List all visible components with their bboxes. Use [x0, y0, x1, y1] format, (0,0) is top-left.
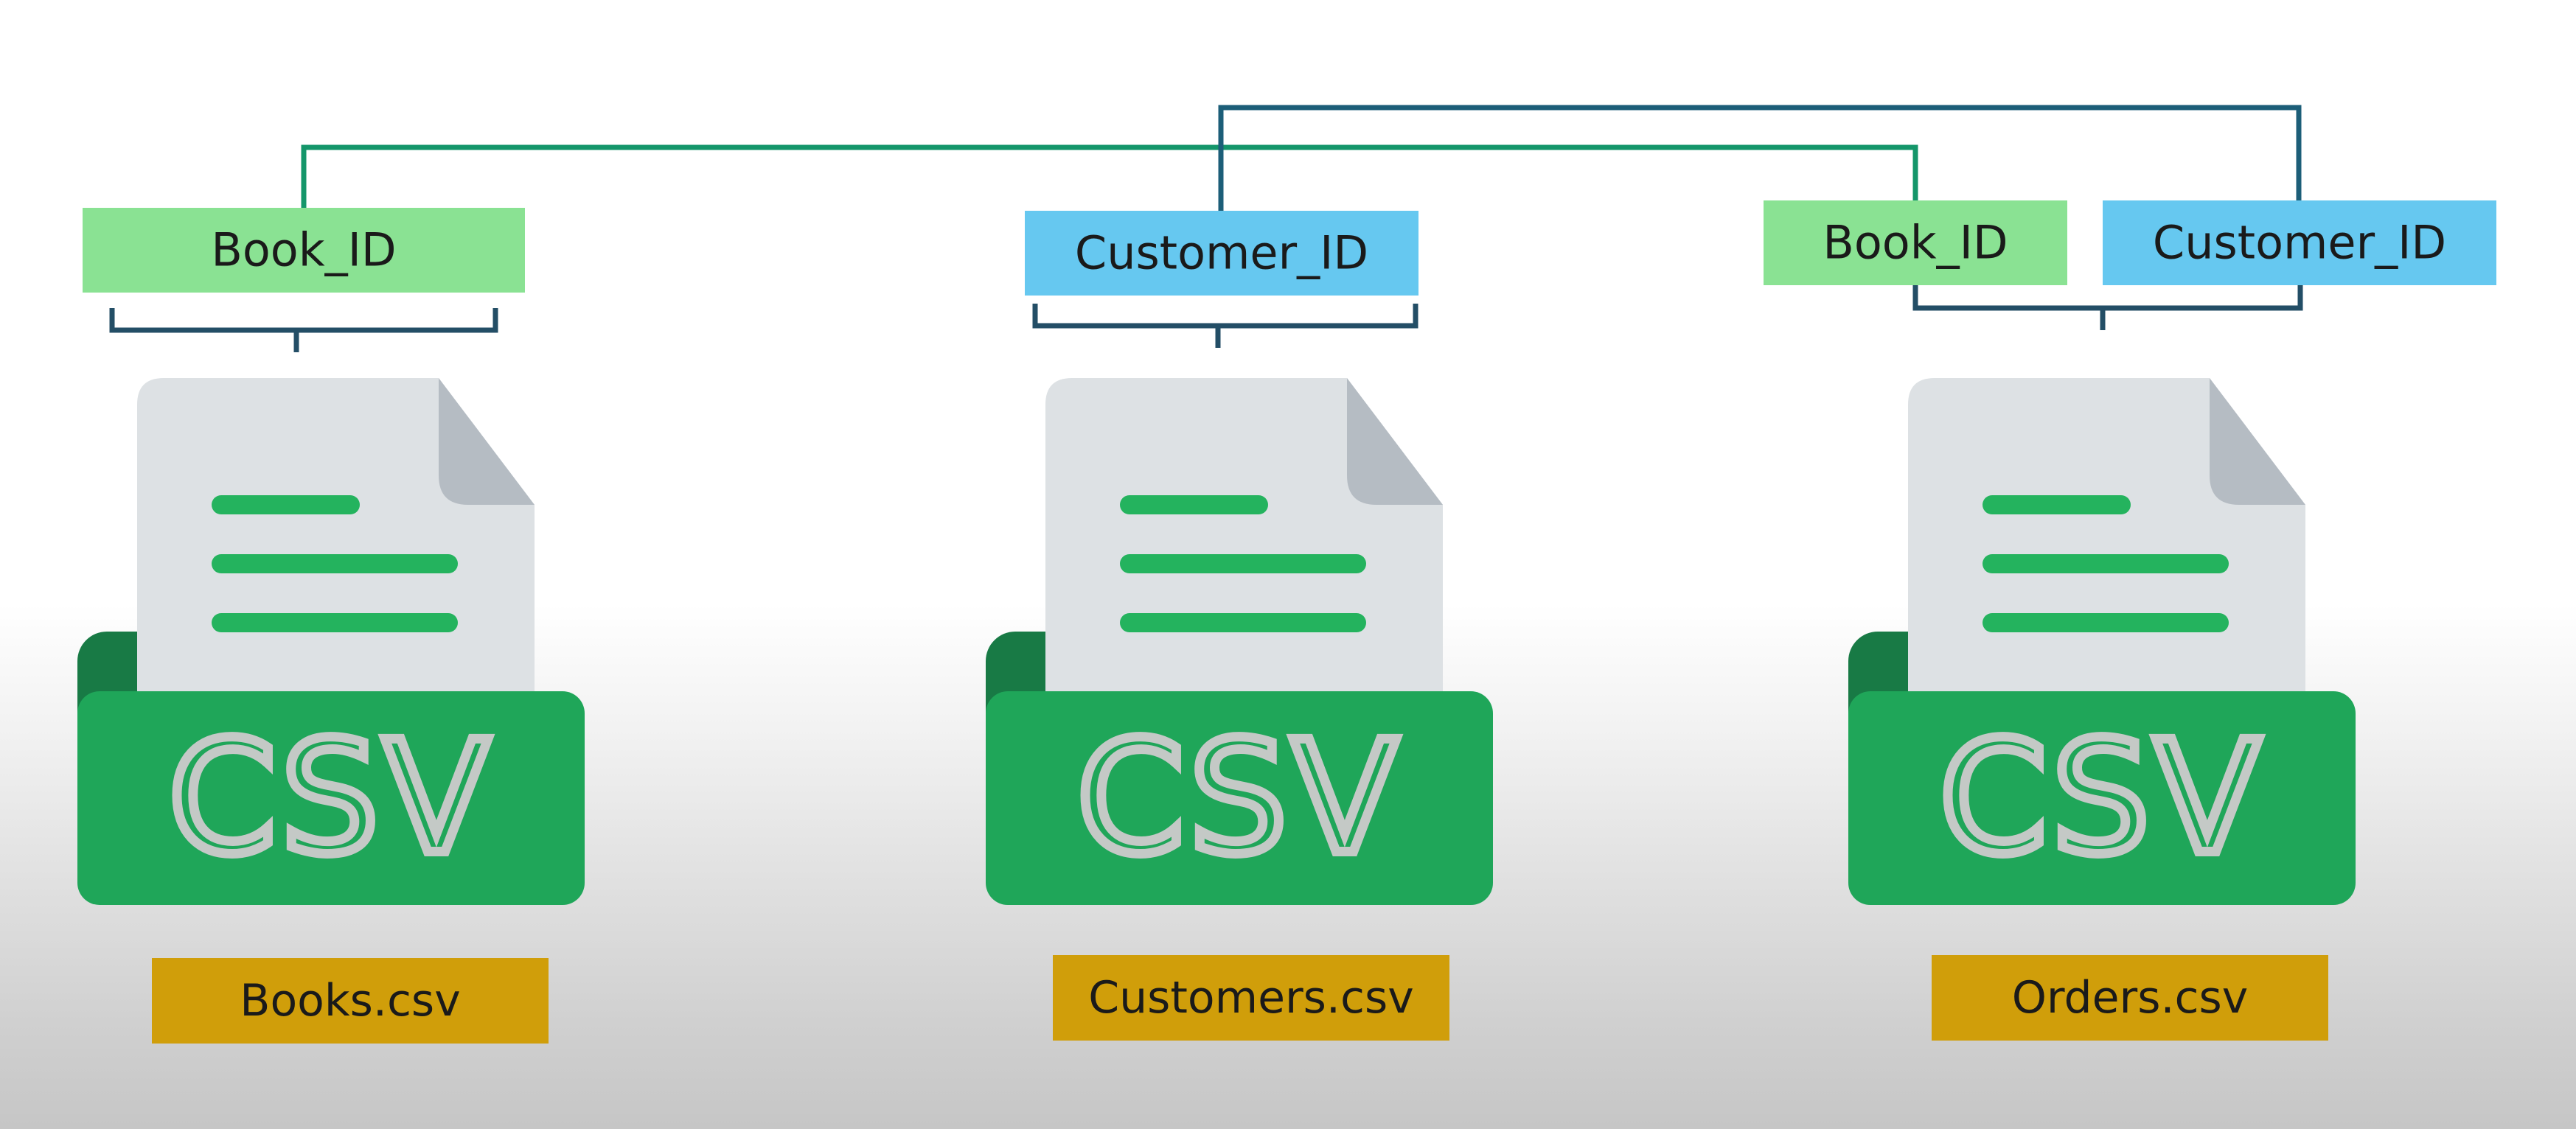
- customers-file-name: Customers.csv: [1053, 955, 1449, 1041]
- customers-key-customer-id: Customer_ID: [1025, 211, 1418, 296]
- book-id-relationship-line: [301, 144, 1918, 208]
- books-key-book-id: Book_ID: [83, 208, 525, 293]
- key-label: Customer_ID: [1075, 226, 1368, 280]
- file-name-label: Customers.csv: [1088, 972, 1414, 1024]
- file-name-label: Orders.csv: [2012, 972, 2249, 1024]
- key-label: Customer_ID: [2153, 216, 2446, 270]
- folder-front: [1848, 691, 2356, 905]
- orders-key-customer-id: Customer_ID: [2103, 200, 2496, 285]
- document-fold: [439, 378, 535, 505]
- key-bracket: [109, 308, 498, 352]
- csv-file-icon: CSV: [1848, 378, 2356, 905]
- orders-key-book-id: Book_ID: [1764, 200, 2067, 285]
- orders-file-group: Book_ID Customer_ID CSV Orders.csv: [1764, 200, 2496, 1041]
- folder-front: [77, 691, 585, 905]
- document-page: [1045, 378, 1443, 722]
- csv-icon-text: CSV: [1939, 708, 2265, 889]
- document-page: [137, 378, 535, 722]
- customers-file-group: Customer_ID CSV Customers.csv: [986, 211, 1493, 1041]
- document-fold: [2210, 378, 2305, 505]
- csv-file-icon: CSV: [986, 378, 1493, 905]
- books-file-name: Books.csv: [152, 958, 549, 1044]
- orders-file-name: Orders.csv: [1932, 955, 2328, 1041]
- books-file-group: Book_ID CSV Books.csv: [77, 208, 585, 1044]
- key-label: Book_ID: [211, 223, 396, 277]
- document-text-lines: [212, 495, 458, 632]
- csv-file-icon: CSV: [77, 378, 585, 905]
- file-name-label: Books.csv: [240, 975, 460, 1027]
- document-fold: [1347, 378, 1443, 505]
- document-text-lines: [1120, 495, 1366, 632]
- csv-icon-text: CSV: [168, 708, 494, 889]
- csv-icon-text: CSV: [1076, 708, 1402, 889]
- key-bracket: [1912, 285, 2303, 330]
- key-bracket: [1032, 304, 1418, 348]
- key-label: Book_ID: [1823, 216, 2008, 270]
- customer-id-relationship-line: [1218, 105, 2302, 211]
- document-text-lines: [1983, 495, 2229, 632]
- folder-front: [986, 691, 1493, 905]
- document-page: [1908, 378, 2305, 722]
